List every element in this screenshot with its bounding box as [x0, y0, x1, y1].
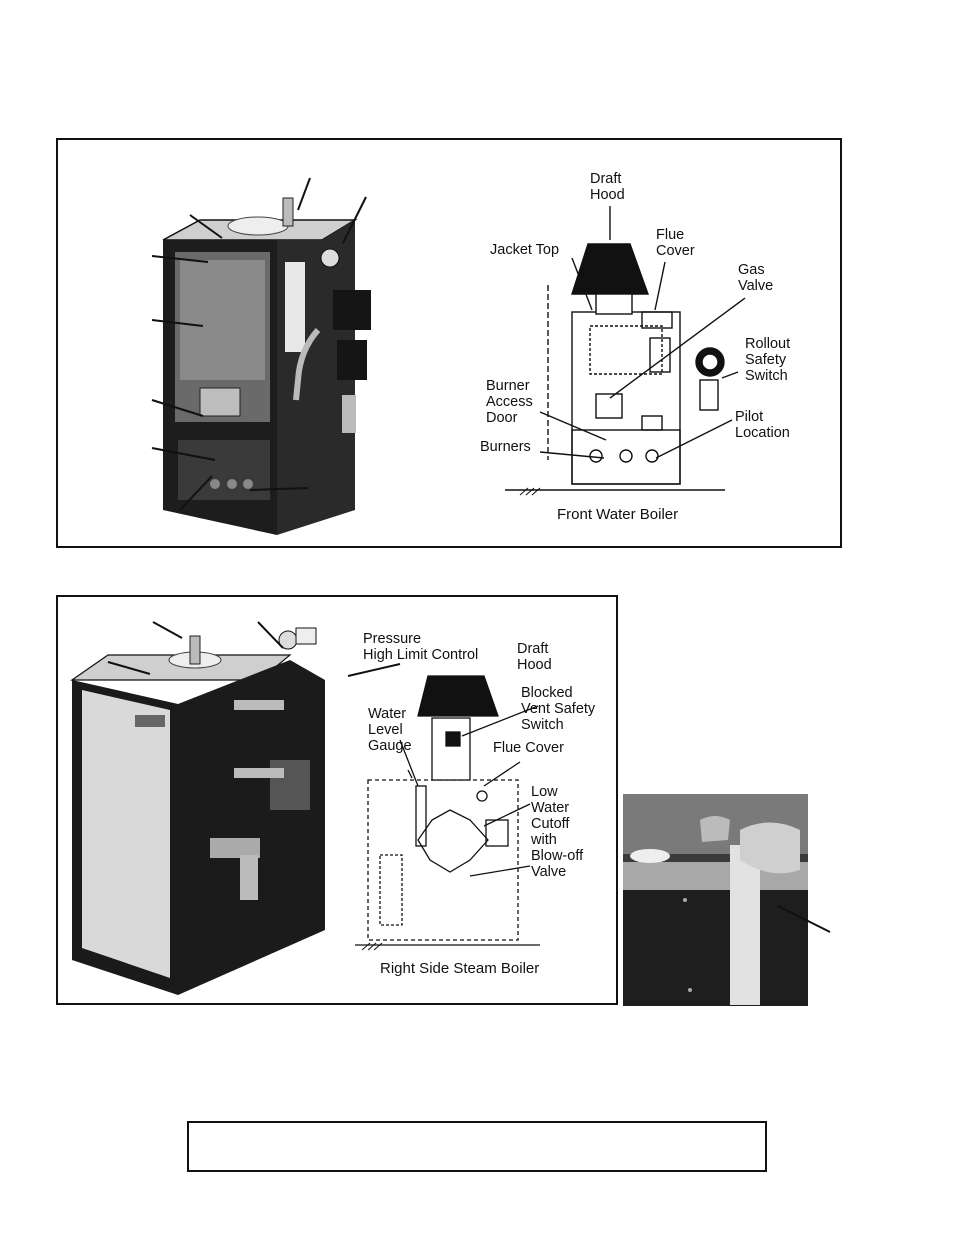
- burners-label: Burners: [480, 439, 531, 455]
- front-boiler-caption: Front Water Boiler: [557, 506, 679, 523]
- jacket-top-label: Jacket Top: [490, 242, 560, 258]
- pilot-location-label: Pilot Location: [735, 409, 790, 441]
- draft-hood-label: Draft Hood: [590, 171, 625, 203]
- side-draft-hood-label: Draft Hood: [517, 641, 552, 673]
- gas-valve-label: Gas Valve: [738, 262, 774, 294]
- side-boiler-caption: Right Side Steam Boiler: [380, 960, 540, 977]
- burner-access-door-label: Burner Access Door: [486, 378, 533, 426]
- water-level-gauge-label: Water Level Gauge: [368, 706, 412, 754]
- front-boiler-figure: [56, 138, 842, 548]
- low-water-cutoff-label: Low Water Cutoff with Blow-off Valve: [531, 784, 584, 880]
- notice-box: [187, 1121, 767, 1172]
- side-flue-cover-label: Flue Cover: [493, 740, 564, 756]
- pressure-control-label: Pressure High Limit Control: [363, 631, 479, 663]
- blocked-vent-label: Blocked Vent Safety Switch: [521, 685, 596, 733]
- rollout-switch-label: Rollout Safety Switch: [745, 336, 791, 384]
- flue-cover-label: Flue Cover: [656, 227, 695, 259]
